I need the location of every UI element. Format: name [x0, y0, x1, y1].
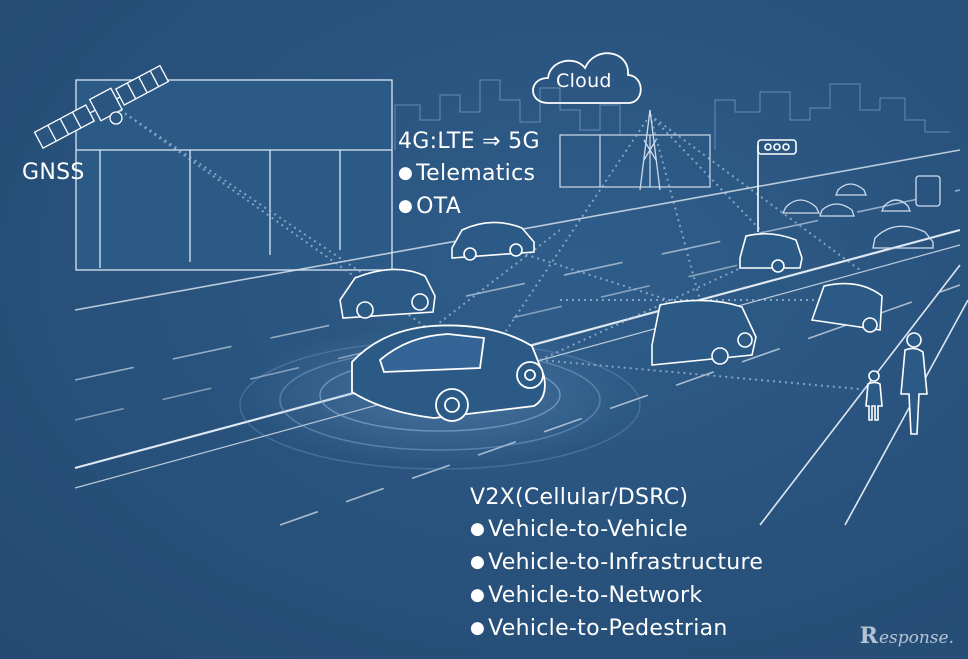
v2x-block: V2X(Cellular/DSRC) Vehicle-to-Vehicle Ve…: [470, 482, 763, 646]
cellular-item-ota: OTA: [398, 191, 540, 224]
cell-tower-icon: [639, 109, 661, 191]
distant-cars: [781, 175, 941, 249]
cloud-label: Cloud: [556, 70, 612, 92]
cellular-block: 4G:LTE ⇒ 5G Telematics OTA: [398, 126, 540, 224]
satellite-icon: [33, 64, 170, 150]
distant-building: [559, 134, 711, 188]
cellular-item-telematics: Telematics: [398, 158, 540, 191]
v2x-heading: V2X(Cellular/DSRC): [470, 485, 689, 510]
city-skyline: [394, 79, 950, 150]
vehicle-cars: [339, 221, 883, 366]
pedestrian-icon: [865, 332, 928, 435]
main-vehicle: [351, 324, 546, 422]
traffic-light-icon: [757, 139, 797, 232]
gnss-label: GNSS: [22, 160, 85, 185]
v2x-item-v2v: Vehicle-to-Vehicle: [470, 514, 763, 547]
logo-mark: R: [859, 623, 878, 649]
response-logo: Response.: [859, 623, 954, 649]
cellular-heading: 4G:LTE ⇒ 5G: [398, 129, 540, 154]
v2x-item-v2p: Vehicle-to-Pedestrian: [470, 613, 763, 646]
v2x-item-v2n: Vehicle-to-Network: [470, 580, 763, 613]
v2x-item-v2i: Vehicle-to-Infrastructure: [470, 547, 763, 580]
cloud-icon: [532, 52, 642, 104]
building: [75, 79, 393, 271]
